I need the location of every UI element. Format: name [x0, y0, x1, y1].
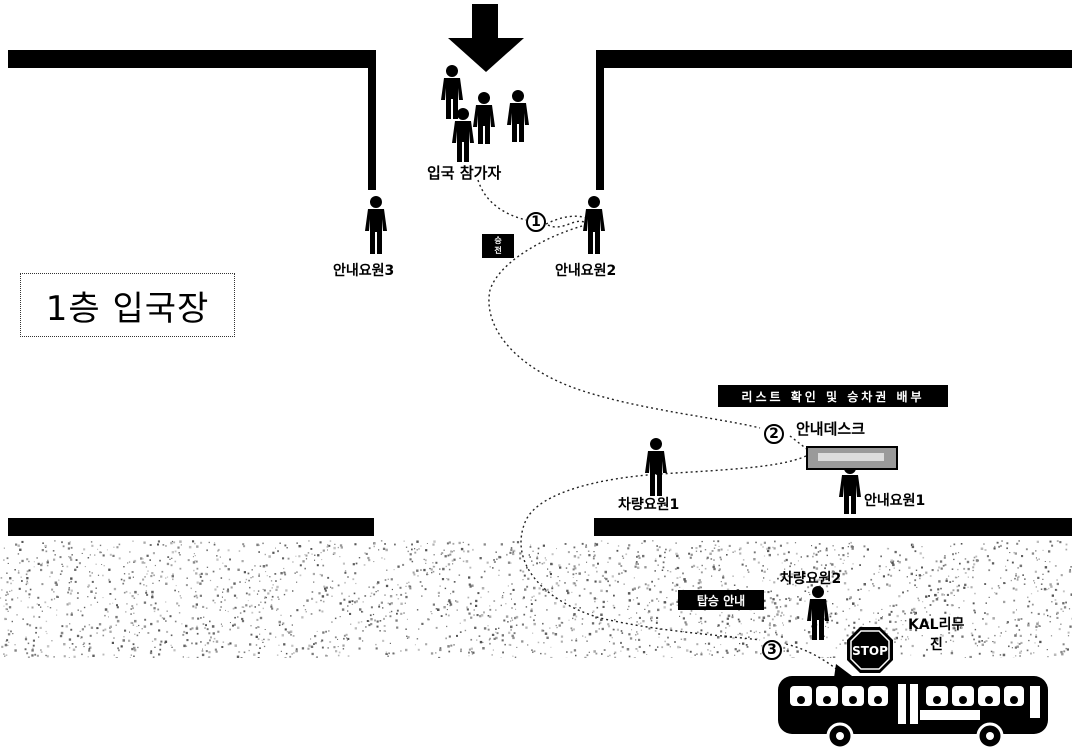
- step-3-badge: 3: [762, 640, 782, 660]
- wall-bottom-right: [594, 518, 1072, 536]
- guide2-person-icon: [583, 196, 605, 254]
- greeting-sign-bottom: 전: [494, 246, 502, 255]
- wall-top-left-vertical: [368, 50, 376, 190]
- info-desk-plate: [818, 453, 884, 461]
- kal-label-line2: 진: [930, 637, 943, 653]
- vehicle2-person-icon: [807, 586, 829, 640]
- list-check-banner: 리스트 확인 및 승차권 배부: [718, 385, 948, 407]
- down-arrow-icon: [448, 4, 524, 72]
- stop-sign-icon: STOP: [847, 627, 893, 673]
- floor-title: 1층 입국장: [20, 273, 235, 337]
- vehicle1-person-icon: [645, 438, 667, 496]
- road-texture: [0, 540, 1072, 658]
- path-arrowhead-icon: [834, 664, 852, 678]
- arrivals-label: 입국 참가자: [427, 164, 502, 182]
- desk-label: 안내데스크: [796, 420, 866, 438]
- stop-sign-text: STOP: [852, 644, 888, 658]
- person-icon: [507, 90, 529, 142]
- bus-icon: [778, 676, 1048, 750]
- vehicle2-label: 차량요원2: [780, 571, 842, 587]
- greeting-sign: 승 전: [482, 234, 514, 258]
- person-icon: [473, 92, 495, 144]
- wall-bottom-left: [8, 518, 374, 536]
- wall-top-left: [8, 50, 376, 68]
- guide3-person-icon: [365, 196, 387, 254]
- boarding-banner: 탑승 안내: [678, 590, 764, 610]
- guide3-label: 안내요원3: [333, 263, 395, 279]
- wall-top-right-vertical: [596, 50, 604, 190]
- greeting-sign-top: 승: [494, 236, 502, 245]
- step-2-badge: 2: [764, 424, 784, 444]
- guide1-label: 안내요원1: [864, 493, 926, 509]
- kal-label-line1: KAL리무: [908, 617, 965, 633]
- info-desk: [806, 446, 898, 470]
- guide2-label: 안내요원2: [555, 263, 617, 279]
- wall-top-right: [596, 50, 1072, 68]
- vehicle1-label: 차량요원1: [618, 497, 680, 513]
- person-icon: [452, 108, 474, 162]
- step-1-badge: 1: [526, 212, 546, 232]
- person-icon: [441, 65, 463, 119]
